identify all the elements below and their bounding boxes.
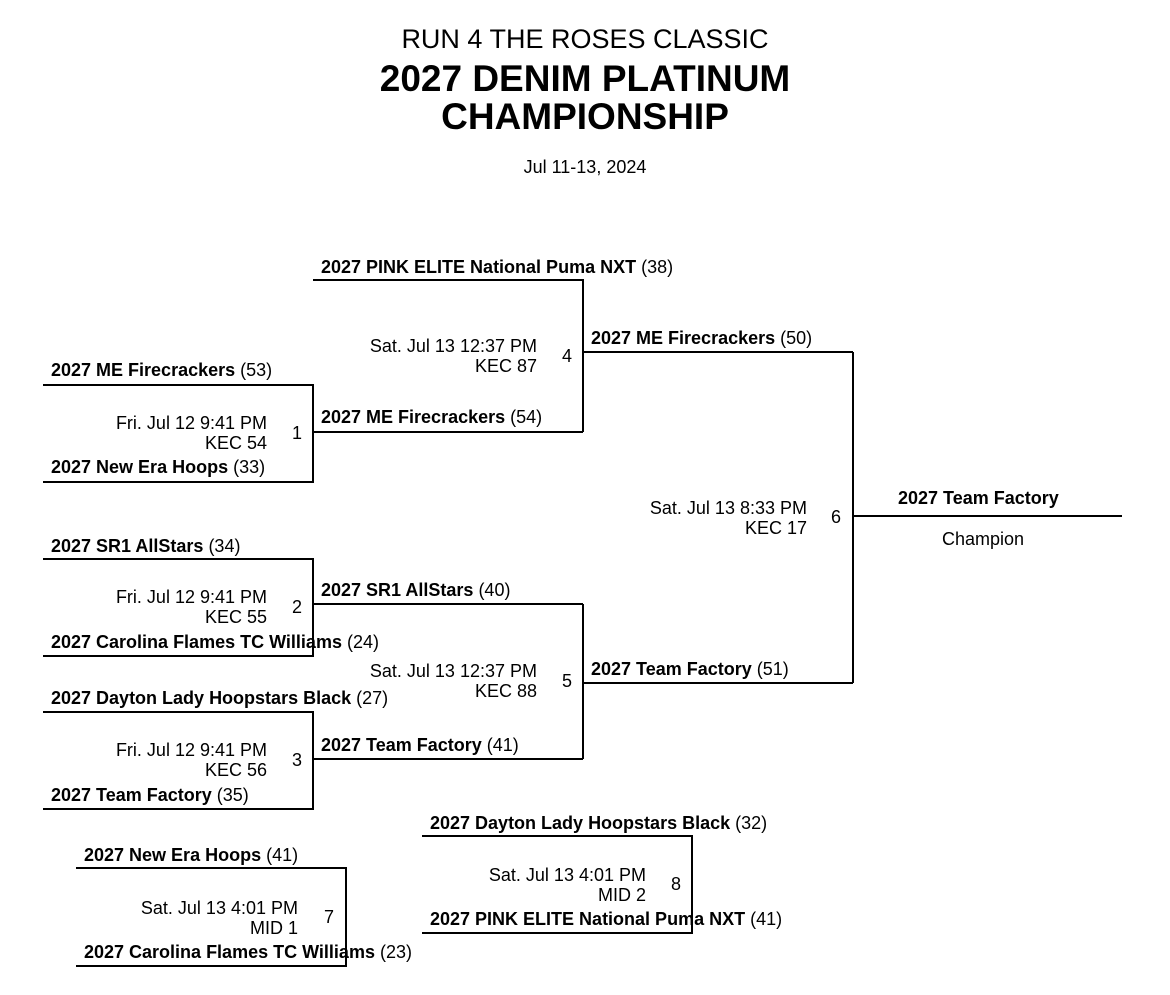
game-8-info: Sat. Jul 13 4:01 PM MID 2 bbox=[489, 865, 646, 905]
game-8-team-1: 2027 Dayton Lady Hoopstars Black (32) bbox=[430, 813, 768, 833]
game-1-team-2: 2027 New Era Hoops (33) bbox=[51, 457, 266, 477]
game-4-info: Sat. Jul 13 12:37 PM KEC 87 bbox=[370, 336, 537, 376]
game-8-number: 8 bbox=[671, 874, 682, 894]
game-7-number: 7 bbox=[324, 907, 335, 927]
game-3-team-1: 2027 Dayton Lady Hoopstars Black (27) bbox=[51, 688, 389, 708]
game-6-number: 6 bbox=[831, 507, 842, 527]
game-5-date: Sat. Jul 13 12:37 PM bbox=[369, 661, 537, 681]
game-6-info: Sat. Jul 13 8:33 PM KEC 17 bbox=[650, 498, 807, 538]
game-4-date: Sat. Jul 13 12:37 PM bbox=[369, 336, 537, 356]
game-1-number: 1 bbox=[292, 423, 303, 443]
game-6-team-1: 2027 ME Firecrackers (50) bbox=[591, 328, 813, 348]
game-3-date: Fri. Jul 12 9:41 PM bbox=[115, 740, 267, 760]
game-7-bracket-line bbox=[76, 867, 347, 967]
game-1-court: KEC 54 bbox=[204, 433, 267, 453]
game-1-bracket-line bbox=[43, 384, 314, 483]
game-7-info: Sat. Jul 13 4:01 PM MID 1 bbox=[141, 898, 298, 938]
game-3-court: KEC 56 bbox=[204, 760, 267, 780]
tournament-subtitle: RUN 4 THE ROSES CLASSIC bbox=[401, 24, 769, 54]
game-2-court: KEC 55 bbox=[204, 607, 267, 627]
champion-name: 2027 Team Factory bbox=[898, 488, 1059, 508]
game-8-bracket-line bbox=[422, 835, 693, 934]
game-4-bracket-line bbox=[313, 279, 584, 432]
game-1-team-1: 2027 ME Firecrackers (53) bbox=[51, 360, 273, 380]
game-6-team-2: 2027 Team Factory (51) bbox=[591, 659, 789, 679]
game-7-date: Sat. Jul 13 4:01 PM bbox=[140, 898, 298, 918]
game-4-court: KEC 87 bbox=[474, 356, 537, 376]
game-7-team-2: 2027 Carolina Flames TC Williams (23) bbox=[84, 942, 412, 962]
game-8-date: Sat. Jul 13 4:01 PM bbox=[488, 865, 646, 885]
game-1-date: Fri. Jul 12 9:41 PM bbox=[115, 413, 267, 433]
game-5-number: 5 bbox=[562, 671, 573, 691]
game-4-number: 4 bbox=[562, 346, 573, 366]
game-2-date: Fri. Jul 12 9:41 PM bbox=[115, 587, 267, 607]
game-5-court: KEC 88 bbox=[474, 681, 537, 701]
game-8-court: MID 2 bbox=[597, 885, 646, 905]
game-8-team-2: 2027 PINK ELITE National Puma NXT (41) bbox=[430, 909, 783, 929]
game-2-bracket-line bbox=[43, 558, 314, 657]
game-3-bracket-line bbox=[43, 711, 314, 810]
game-6-date: Sat. Jul 13 8:33 PM bbox=[649, 498, 807, 518]
title-line-1: 2027 DENIM PLATINUM bbox=[379, 58, 791, 99]
game-2-number: 2 bbox=[292, 597, 303, 617]
title-line-2: CHAMPIONSHIP bbox=[441, 96, 729, 137]
game-2-info: Fri. Jul 12 9:41 PM KEC 55 bbox=[116, 587, 267, 627]
game-4-team-2: 2027 ME Firecrackers (54) bbox=[321, 407, 543, 427]
tournament-dates: Jul 11-13, 2024 bbox=[523, 157, 647, 177]
game-1-info: Fri. Jul 12 9:41 PM KEC 54 bbox=[116, 413, 267, 453]
champion-label: Champion bbox=[942, 529, 1025, 549]
game-2-team-2: 2027 Carolina Flames TC Williams (24) bbox=[51, 632, 379, 652]
game-6-court: KEC 17 bbox=[744, 518, 807, 538]
game-2-team-1: 2027 SR1 AllStars (34) bbox=[51, 536, 241, 556]
game-3-info: Fri. Jul 12 9:41 PM KEC 56 bbox=[116, 740, 267, 780]
tournament-title: 2027 DENIM PLATINUM CHAMPIONSHIP bbox=[0, 60, 1170, 136]
game-5-info: Sat. Jul 13 12:37 PM KEC 88 bbox=[370, 661, 537, 701]
game-4-team-1: 2027 PINK ELITE National Puma NXT (38) bbox=[321, 257, 674, 277]
game-5-team-2: 2027 Team Factory (41) bbox=[321, 735, 519, 755]
game-7-court: MID 1 bbox=[249, 918, 298, 938]
game-5-team-1: 2027 SR1 AllStars (40) bbox=[321, 580, 511, 600]
game-3-number: 3 bbox=[292, 750, 303, 770]
game-3-team-2: 2027 Team Factory (35) bbox=[51, 785, 249, 805]
game-7-team-1: 2027 New Era Hoops (41) bbox=[84, 845, 299, 865]
